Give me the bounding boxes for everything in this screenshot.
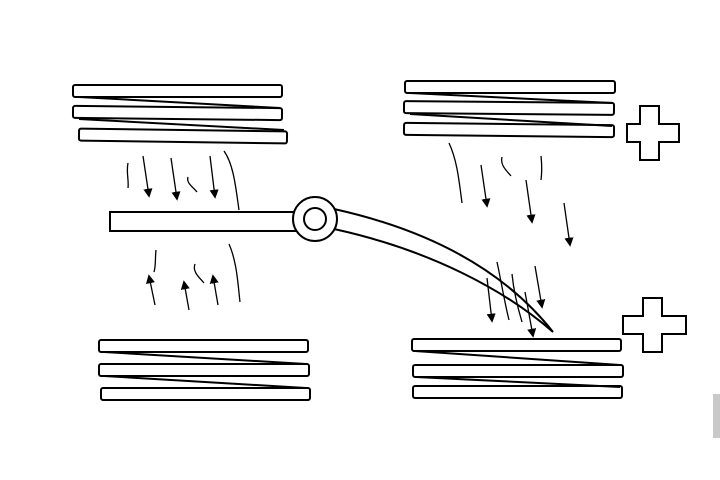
coil-plate (71, 104, 284, 122)
pivot-inner (303, 207, 327, 231)
field-line (193, 263, 205, 284)
coil-bottom-right (411, 338, 624, 399)
coil-plate (402, 121, 616, 139)
coil-winding (78, 96, 281, 109)
field-line (126, 162, 129, 189)
field-line (448, 142, 463, 204)
field-arrow (142, 155, 153, 198)
coil-plate (402, 100, 616, 116)
coil-plate (412, 364, 624, 378)
field-arrow (146, 274, 156, 306)
field-arrows-top-right (448, 142, 574, 247)
field-arrow (170, 157, 181, 201)
field-line (511, 273, 523, 323)
coil-bottom-left (98, 339, 311, 401)
field-line (500, 156, 512, 177)
field-arrow (209, 274, 219, 306)
plus-sign-icon (626, 105, 680, 161)
coil-plate (72, 84, 283, 98)
coil-winding (409, 92, 613, 104)
coil-winding (103, 351, 307, 365)
field-arrow (524, 291, 537, 338)
coil-winding (415, 376, 621, 388)
field-arrows-top-left (126, 150, 240, 211)
field-arrow (486, 277, 496, 323)
field-arrow (180, 280, 190, 311)
coil-plate (404, 80, 616, 94)
field-line (187, 176, 198, 193)
field-arrows-bottom-left (146, 243, 241, 311)
field-arrow (534, 265, 546, 309)
field-arrow (480, 164, 491, 208)
coil-winding (78, 118, 285, 131)
armature-blade (333, 207, 554, 333)
field-line (153, 249, 157, 273)
coil-plate (98, 339, 309, 353)
coil-top-left (71, 84, 289, 145)
coil-winding (103, 375, 307, 389)
coil-winding (414, 350, 621, 366)
field-line (223, 150, 240, 211)
armature (109, 196, 554, 333)
coil-plate (77, 127, 289, 145)
field-arrow (563, 202, 574, 247)
field-line (228, 243, 241, 303)
field-line (540, 155, 543, 181)
plus-sign-icon (622, 297, 687, 353)
armature-bar (109, 211, 301, 232)
field-arrow (525, 179, 536, 224)
field-arrow (209, 155, 219, 199)
coil-plate (100, 387, 311, 401)
side-scroll-tab[interactable] (713, 394, 720, 438)
coil-plate (412, 385, 623, 399)
coil-winding (409, 113, 613, 127)
field-line (496, 261, 510, 321)
coil-top-right (402, 80, 616, 139)
coil-plate (411, 338, 622, 352)
field-arrows-bottom-right (486, 261, 546, 338)
coil-plate (98, 363, 310, 377)
